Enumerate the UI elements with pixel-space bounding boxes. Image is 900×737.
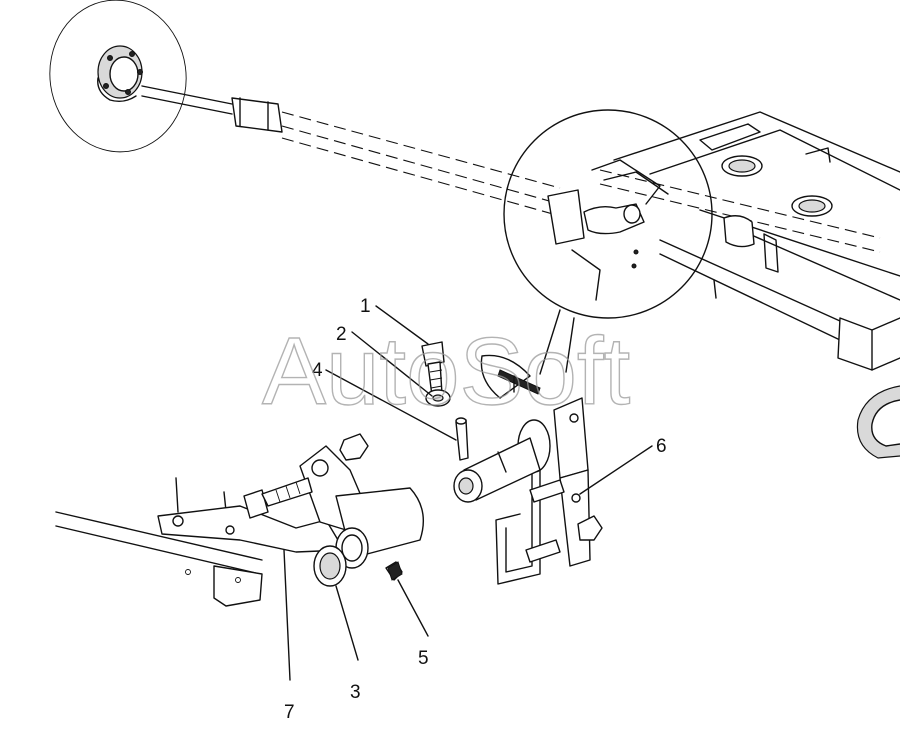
part-6-mounting-bracket [453, 354, 603, 585]
callout-7: 7 [284, 702, 295, 723]
washer-part-2 [425, 389, 451, 407]
callout-4: 4 [312, 360, 323, 381]
leader-lines [283, 305, 653, 681]
detail-magnifier [503, 109, 713, 375]
callout-6: 6 [656, 436, 667, 457]
disc-wheel [49, 0, 187, 153]
part-3-hinge-tube [313, 487, 424, 587]
drive-shaft [141, 85, 881, 253]
watermark: AutoSoft [262, 318, 630, 425]
tire-fragment [856, 385, 900, 459]
callout-3: 3 [350, 682, 361, 703]
callout-1: 1 [360, 296, 371, 317]
grease-nipple-part-5 [387, 561, 403, 581]
callout-2: 2 [336, 324, 347, 345]
pin-part-4 [455, 417, 469, 461]
callout-5: 5 [418, 648, 429, 669]
machine-frame [613, 111, 900, 371]
